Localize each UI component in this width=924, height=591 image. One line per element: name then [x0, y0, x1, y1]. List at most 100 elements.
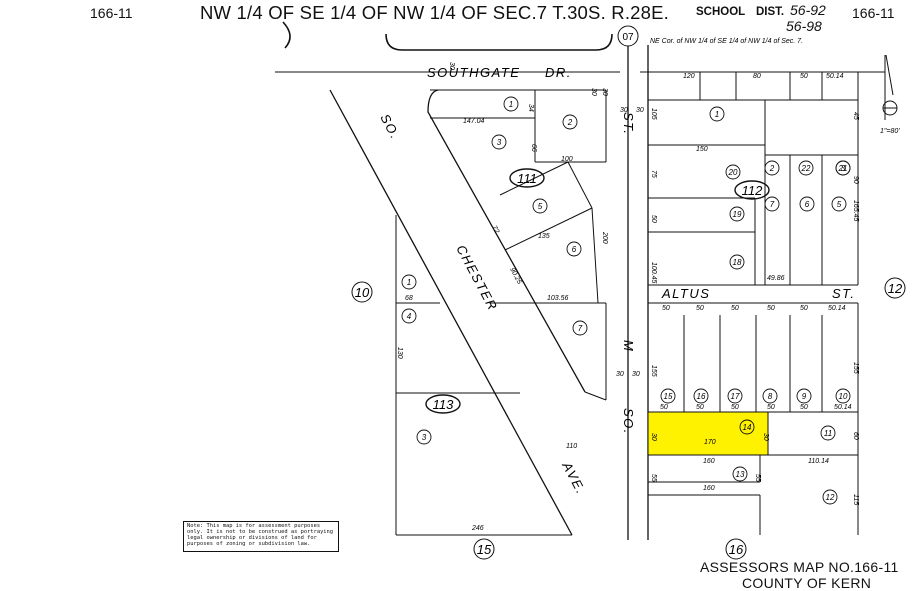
lot-number[interactable]: 3 [841, 164, 846, 173]
lot-number[interactable]: 3 [422, 433, 427, 442]
dimension-label: 50 [731, 305, 739, 312]
dimension-label: 110 [566, 443, 577, 450]
dimension-label: 50 [696, 305, 704, 312]
lot-number[interactable]: 14 [743, 423, 752, 432]
dimension-label: 50.14 [828, 305, 846, 312]
lot-circle [693, 388, 709, 404]
dimension-label: 160 [703, 485, 715, 492]
street-so-m: SO. [621, 408, 636, 435]
dimension-label: 103.56 [547, 295, 569, 302]
lot-number[interactable]: 6 [572, 245, 577, 254]
dimension-label: 50.14 [826, 73, 844, 80]
block-113: 113 [433, 397, 454, 412]
dimension-label: 30 [448, 62, 455, 70]
county-label: COUNTY OF KERN [742, 575, 872, 591]
lot-number[interactable]: 1 [715, 110, 719, 119]
dimension-label: 49.86 [767, 275, 785, 282]
dimension-label: 72 [490, 225, 500, 235]
lot-number[interactable]: 1 [509, 100, 513, 109]
lot-circle [660, 388, 676, 404]
school-district-2: 56-98 [786, 18, 822, 34]
dimension-label: 68 [405, 295, 413, 302]
lot-circle [532, 198, 548, 214]
adjacent-map-15: 15 [477, 542, 492, 557]
block-111: 111 [517, 171, 537, 186]
lot-number[interactable]: 4 [407, 312, 412, 321]
lot-number[interactable]: 20 [728, 168, 738, 177]
lot-number[interactable]: 10 [839, 392, 848, 401]
note-line: purposes of zoning or subdivision law. [187, 541, 311, 548]
lot-circle [572, 320, 588, 336]
lot-number[interactable]: 7 [770, 200, 775, 209]
dimension-label: 100 [561, 156, 573, 163]
lot-number[interactable]: 22 [801, 164, 811, 173]
lot-circle [416, 429, 432, 445]
lot-circle [764, 196, 780, 212]
dimension-label: 30 [762, 433, 769, 441]
lot-number[interactable]: 13 [736, 470, 745, 479]
dimension-label: 30 [590, 88, 597, 96]
dimension-label: 50 [731, 404, 739, 411]
street-chester: CHESTER [453, 242, 500, 313]
street-m: M [621, 340, 636, 352]
dimension-label: 30 [632, 371, 640, 378]
note-line: only. It is not to be construed as portr… [187, 529, 334, 536]
street-so-chester: SO. [377, 111, 403, 142]
dimension-label: 45 [852, 112, 859, 120]
lot-circle [566, 241, 582, 257]
lot-number[interactable]: 15 [664, 392, 673, 401]
adjacent-map-07: 07 [622, 32, 634, 43]
adjacent-map-16: 16 [729, 542, 744, 557]
dimension-label: 120 [683, 73, 695, 80]
adjacent-map-10: 10 [355, 285, 370, 300]
lot-number[interactable]: 1 [407, 278, 411, 287]
lot-number[interactable]: 9 [802, 392, 807, 401]
dimension-label: 30 [601, 88, 608, 96]
lot-number[interactable]: 16 [697, 392, 706, 401]
lot-number[interactable]: 19 [733, 210, 742, 219]
dimension-label: 75 [650, 170, 657, 178]
assessors-map-number: ASSESSORS MAP NO.166-11 [700, 559, 899, 575]
dimension-label: 90 [852, 176, 859, 184]
lot-circle [491, 134, 507, 150]
lot-circle [822, 489, 838, 505]
lot-circle [729, 206, 745, 222]
map-number-right: 166-11 [852, 5, 895, 21]
map-number-left: 166-11 [90, 5, 133, 21]
dimension-label: 30 [616, 371, 624, 378]
dimension-label: 60 [852, 432, 859, 440]
lot-number[interactable]: 5 [837, 200, 842, 209]
lot-number[interactable]: 8 [768, 392, 773, 401]
dimension-label: 246 [471, 525, 484, 532]
lot-number[interactable]: 7 [578, 324, 583, 333]
lot-number[interactable]: 5 [538, 202, 543, 211]
lot-circle [732, 466, 748, 482]
dimension-label: 115 [852, 494, 859, 505]
dimension-label: 80 [753, 73, 761, 80]
map-title: NW 1/4 OF SE 1/4 OF NW 1/4 OF SEC.7 T.30… [200, 2, 670, 23]
dimension-label: 155 [852, 362, 859, 374]
lot-number[interactable]: 12 [826, 493, 835, 502]
dimension-label: 200 [601, 231, 608, 244]
lot-number[interactable]: 17 [731, 392, 740, 401]
lot-number[interactable]: 2 [567, 118, 573, 127]
lot-circle [835, 160, 851, 176]
scale-label: 1"=80' [880, 128, 900, 135]
lot-number[interactable]: 21 [838, 164, 848, 173]
dimension-label: 50 [696, 404, 704, 411]
lot-circle [799, 196, 815, 212]
lot-number[interactable]: 6 [805, 200, 810, 209]
lot-number[interactable]: 3 [497, 138, 502, 147]
dimension-label: 50 [800, 305, 808, 312]
note-line: Note: This map is for assessment purpose… [187, 523, 321, 529]
dist-label: DIST. [756, 6, 785, 18]
lot-circle [729, 254, 745, 270]
lot-number[interactable]: 11 [824, 429, 832, 438]
lot-number[interactable]: 2 [769, 164, 775, 173]
lot-number[interactable]: 18 [733, 258, 742, 267]
dimension-label: 150 [696, 146, 708, 153]
note-line: legal ownership or divisions of land for [187, 535, 317, 542]
dimension-label: 30 [636, 107, 644, 114]
lot-circle [835, 388, 851, 404]
lot-circle [503, 96, 519, 112]
